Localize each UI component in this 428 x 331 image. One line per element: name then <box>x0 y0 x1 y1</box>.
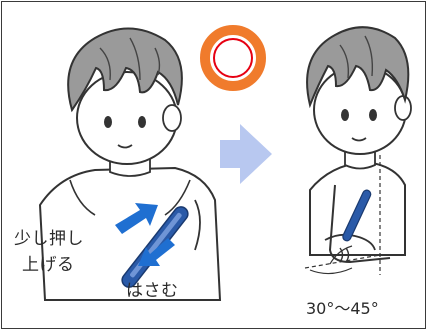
angle-label: 30°〜45° <box>306 299 379 318</box>
right-arrow-icon <box>220 124 272 184</box>
child-left <box>38 27 222 301</box>
correct-circle-icon <box>200 25 266 91</box>
pinch-label: はさむ <box>126 281 179 301</box>
pinch-arrow-icon <box>138 238 175 266</box>
child-right <box>304 26 412 275</box>
push-arrow-icon <box>115 203 158 234</box>
push-up-label-line1: 少し押し <box>14 229 84 249</box>
push-up-label-line2: 上げる <box>22 255 75 275</box>
